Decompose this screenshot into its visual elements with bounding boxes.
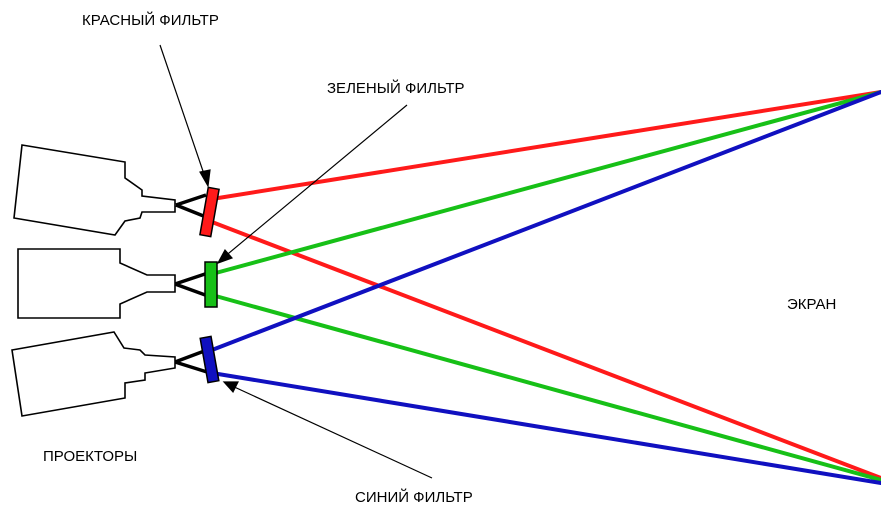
green-beam-top (210, 90, 881, 276)
blue-filter-pointer (229, 384, 433, 479)
projectors-label: ПРОЕКТОРЫ (43, 448, 138, 465)
red-filter-label: КРАСНЫЙ ФИЛЬТР (82, 12, 219, 29)
blue-filter (199, 335, 220, 384)
red-beam-top (210, 90, 881, 201)
projector-top (13, 144, 207, 236)
red-beam-bottom (210, 220, 881, 480)
red-filter-arrowhead (199, 169, 211, 188)
blue-beam-bottom (210, 371, 881, 485)
green-filter (204, 261, 218, 308)
blue-filter-label: СИНИЙ ФИЛЬТР (355, 489, 473, 506)
projector-middle (17, 248, 209, 319)
blue-beam-top (210, 90, 881, 352)
projector-bottom (11, 331, 208, 417)
red-filter-pointer (159, 44, 207, 181)
red-filter (199, 186, 220, 238)
green-beam-bottom (210, 293, 881, 482)
blue-filter-arrowhead (222, 381, 239, 394)
green-filter-label: ЗЕЛЕНЫЙ ФИЛЬТР (327, 80, 465, 97)
green-filter-arrowhead (216, 248, 234, 265)
green-filter-pointer (222, 104, 408, 259)
light-beams (210, 90, 881, 485)
screen-label: ЭКРАН (787, 296, 837, 313)
pointer-arrows (159, 44, 433, 479)
